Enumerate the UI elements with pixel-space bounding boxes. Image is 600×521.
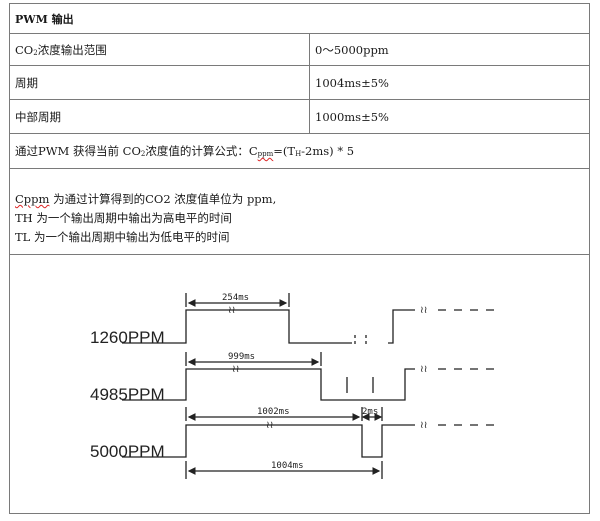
break-mark-1b: ≀≀ — [420, 305, 428, 316]
table-row-period: 周期 1004ms±5% — [10, 66, 589, 100]
signal-5000-waveform — [122, 407, 494, 479]
signal-1-label: 1260PPM — [90, 328, 165, 347]
dim-2ms: 2ms — [362, 407, 378, 417]
dim-254ms: 254ms — [222, 293, 249, 303]
dim-1002ms: 1002ms — [257, 407, 290, 417]
signal-4985-waveform — [122, 352, 494, 401]
range-label-sub: 2 — [33, 48, 38, 57]
note-line-1-rest: 为通过计算得到的CO2 浓度值单位为 ppm, — [49, 192, 277, 206]
notes-block: Cppm 为通过计算得到的CO2 浓度值单位为 ppm, TH 为一个输出周期中… — [15, 190, 276, 247]
pwm-timing-diagram: ≀≀ ≀≀ ≀≀ ≀≀ ≀≀ ≀≀ 1260PPM 4985PPM 5000PP… — [90, 293, 494, 479]
break-mark-3a: ≀≀ — [266, 420, 274, 431]
signal-2-label: 4985PPM — [90, 385, 165, 404]
formula-prefix-sub: 2 — [140, 150, 146, 158]
range-label-prefix: CO — [15, 42, 34, 57]
dim-999ms: 999ms — [228, 352, 255, 362]
formula-c-sub: ppm — [257, 150, 274, 158]
break-mark-2a: ≀≀ — [232, 364, 240, 375]
formula-eq-open: =(T — [273, 144, 296, 158]
range-value: 0～5000ppm — [315, 42, 389, 57]
dim-1004ms: 1004ms — [271, 461, 304, 471]
signal-1260-waveform — [122, 293, 494, 347]
table-title: PWM 输出 — [15, 12, 74, 26]
mid-period-label: 中部周期 — [10, 100, 310, 133]
break-mark-3b: ≀≀ — [420, 420, 428, 431]
note-term-cppm: Cppm — [15, 192, 50, 206]
signal-3-label: 5000PPM — [90, 442, 165, 461]
formula-t-sub: H — [295, 150, 302, 158]
note-line-2: TH 为一个输出周期中输出为高电平的时间 — [15, 211, 232, 225]
formula-middle: 浓度值的计算公式：C — [145, 144, 258, 158]
mid-period-value: 1000ms±5% — [315, 109, 389, 124]
range-label-suffix: 浓度输出范围 — [37, 42, 107, 57]
period-value: 1004ms±5% — [315, 75, 389, 90]
table-row-mid-period: 中部周期 1000ms±5% — [10, 100, 589, 134]
break-mark-2b: ≀≀ — [420, 364, 428, 375]
table-title-row: PWM 输出 — [10, 4, 589, 34]
note-line-1: Cppm 为通过计算得到的CO2 浓度值单位为 ppm, — [15, 190, 276, 209]
formula-eq-close: -2ms) * 5 — [301, 144, 355, 158]
period-label: 周期 — [10, 66, 310, 99]
break-mark-1a: ≀≀ — [228, 305, 236, 316]
table-row-notes — [10, 169, 589, 255]
note-line-3: TL 为一个输出周期中输出为低电平的时间 — [15, 230, 230, 244]
formula-prefix: 通过PWM 获得当前 CO — [15, 144, 141, 158]
